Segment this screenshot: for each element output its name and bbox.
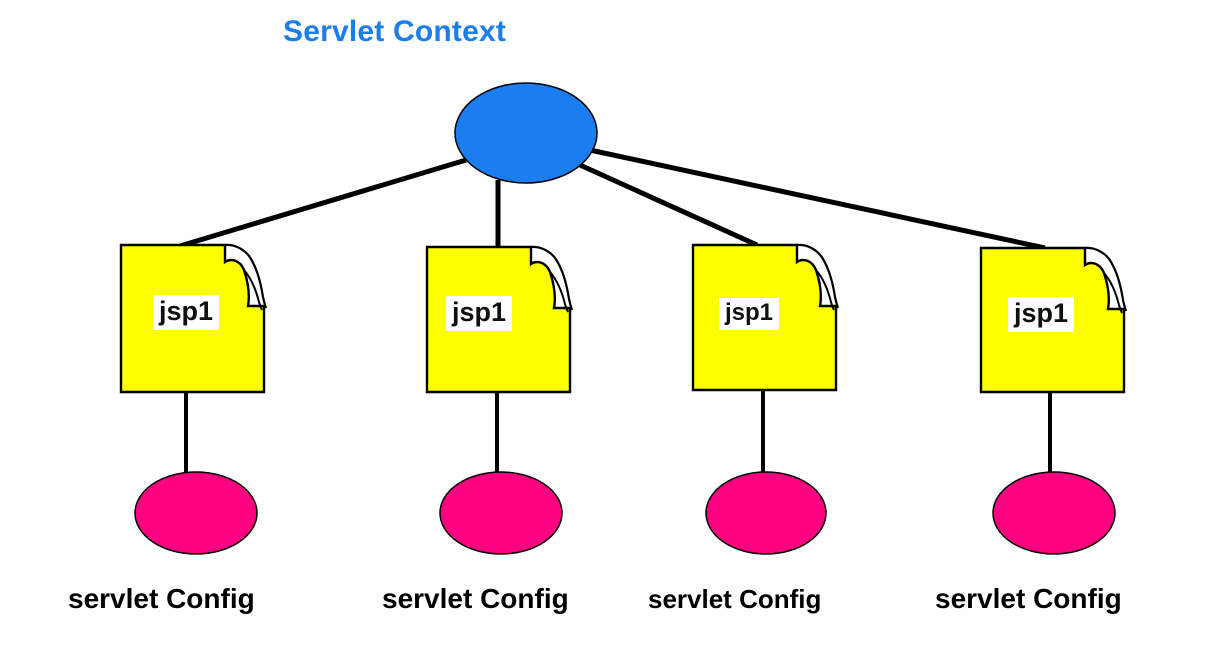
jsp-document-4-label: jsp1 xyxy=(1008,297,1075,332)
servlet-config-node-4[interactable] xyxy=(991,470,1117,556)
servlet-config-label-2: servlet Config xyxy=(382,583,569,614)
edge-root-jsp-3 xyxy=(578,162,759,248)
servlet-config-node-3[interactable] xyxy=(704,470,828,556)
edge-group-docs-to-configs xyxy=(184,390,1052,474)
jsp-document-1-torn-corner-inner xyxy=(243,269,263,311)
servlet-config-ellipse-2 xyxy=(439,471,563,555)
page-title: Servlet Context xyxy=(283,15,507,48)
servlet-context-node[interactable] xyxy=(450,78,602,188)
jsp-document-2-label: jsp1 xyxy=(446,296,513,331)
jsp-document-2-torn-corner-inner xyxy=(549,271,569,313)
servlet-config-label-4: servlet Config xyxy=(935,583,1122,614)
jsp-document-2-torn-corner xyxy=(530,245,574,311)
edge-root-jsp-4 xyxy=(589,147,1046,251)
jsp-document-4-torn-corner-inner xyxy=(1103,272,1123,314)
jsp-document-1-torn-corner xyxy=(224,243,268,309)
servlet-config-node-2[interactable] xyxy=(438,470,564,556)
servlet-config-ellipse-1 xyxy=(134,471,258,555)
servlet-config-label-1: servlet Config xyxy=(68,583,255,614)
edge-group-root-to-docs xyxy=(179,147,1046,251)
jsp-document-3-label: jsp1 xyxy=(719,298,780,330)
servlet-config-label-3: servlet Config xyxy=(648,584,822,614)
servlet-context-ellipse xyxy=(454,82,598,184)
jsp-document-4-torn-corner xyxy=(1084,246,1128,312)
jsp-document-3-torn-corner-inner xyxy=(815,269,835,311)
servlet-config-ellipse-3 xyxy=(705,471,827,555)
servlet-config-ellipse-4 xyxy=(992,471,1116,555)
servlet-config-node-1[interactable] xyxy=(133,470,259,556)
edge-root-jsp-1 xyxy=(179,157,467,249)
jsp-document-1-label: jsp1 xyxy=(153,295,220,330)
jsp-document-3-torn-corner xyxy=(796,243,840,309)
